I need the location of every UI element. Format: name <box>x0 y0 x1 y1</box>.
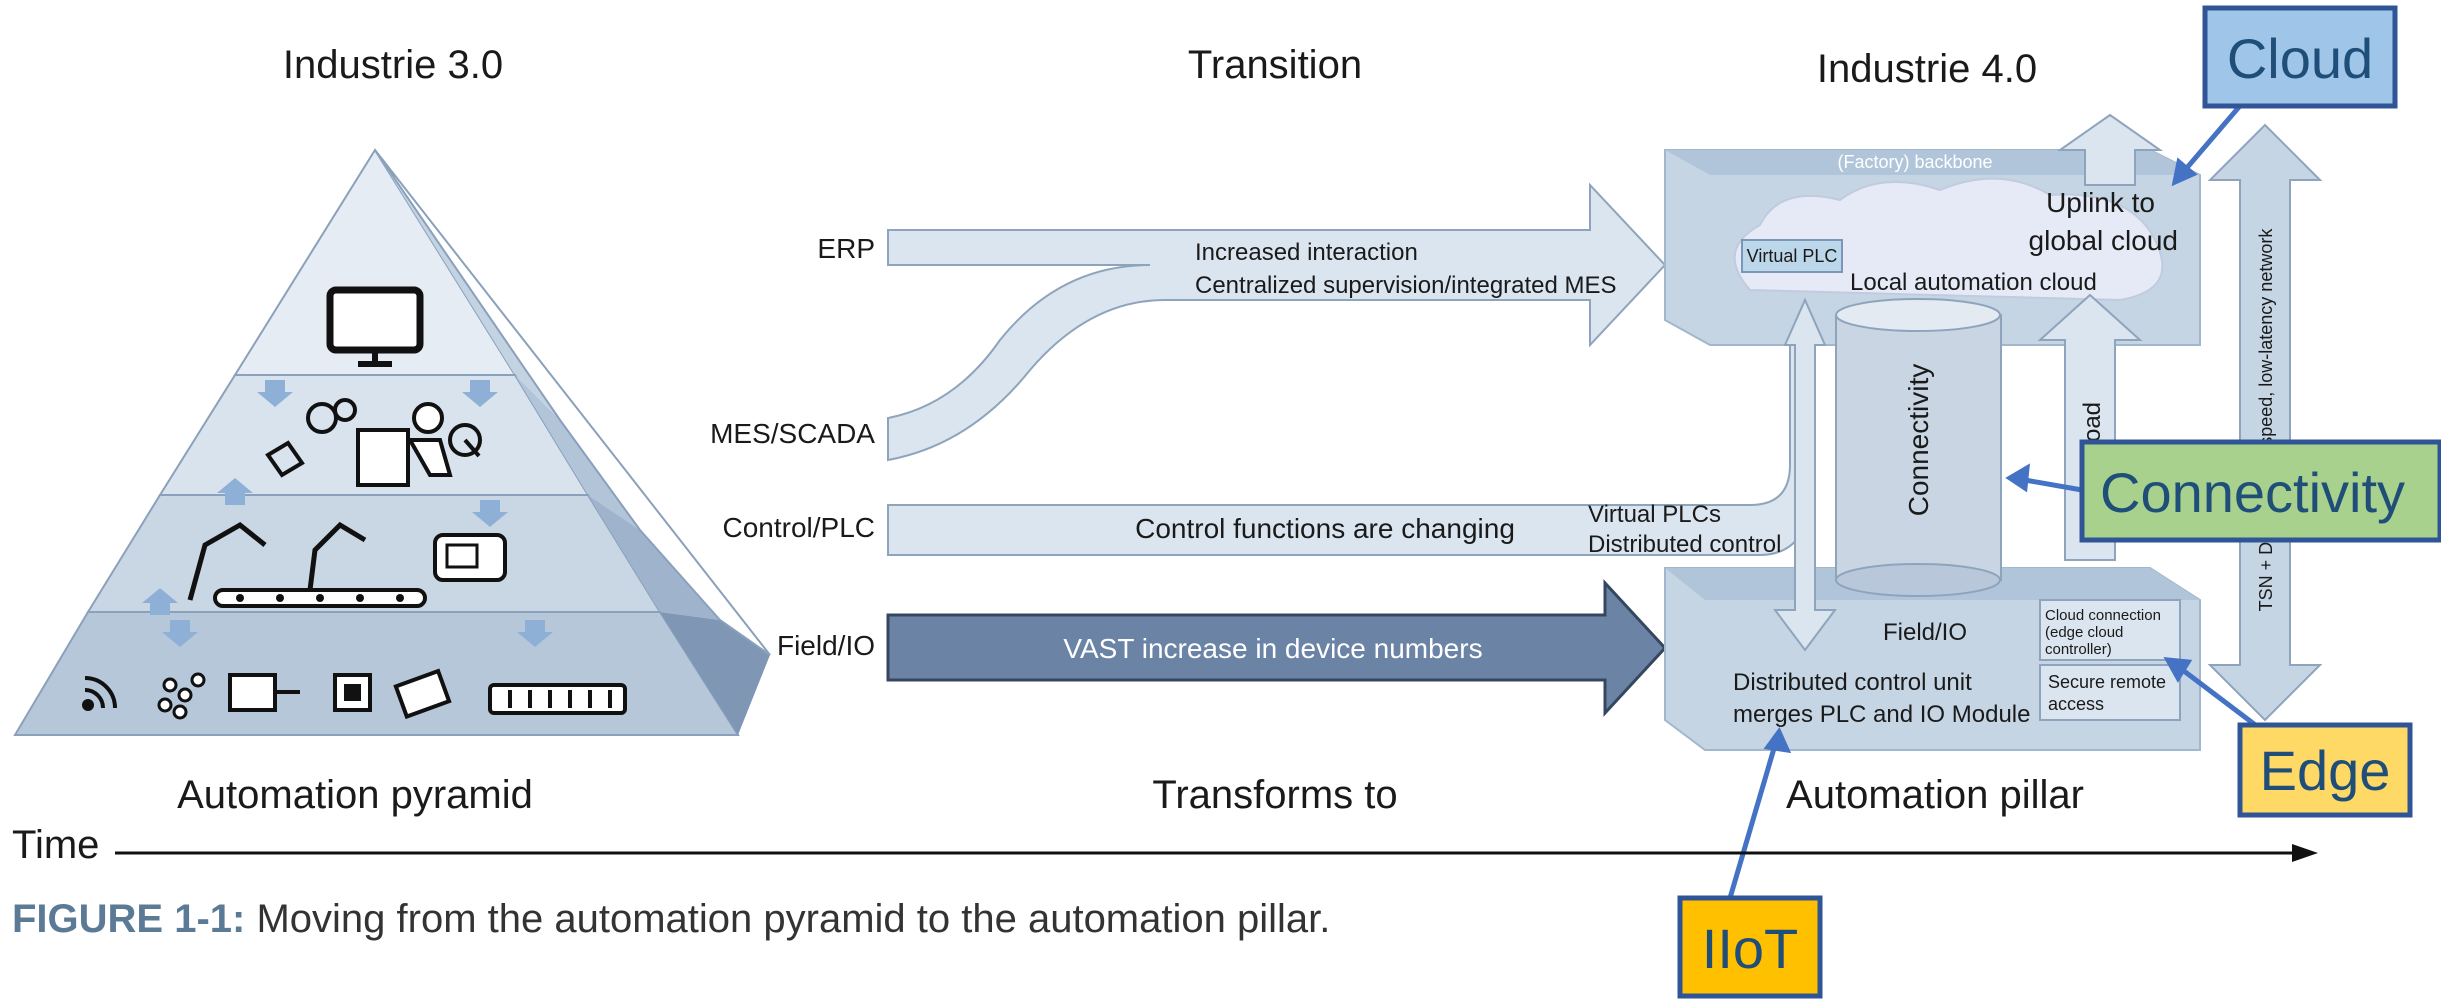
level-field: Field/IO <box>777 630 875 661</box>
footer-transforms: Transforms to <box>1152 773 1397 817</box>
terminal-block-icon <box>488 683 627 715</box>
header-industrie4: Industrie 4.0 <box>1817 47 2037 91</box>
tier-arrows <box>142 380 553 647</box>
text-secure-2: access <box>2048 694 2104 714</box>
connectivity-cylinder: Connectivity <box>1835 298 2002 597</box>
callout-connectivity-text: Connectivity <box>2100 461 2405 524</box>
virtual-plc-arrow <box>1773 297 1837 652</box>
text-uplink-2: global cloud <box>2029 225 2178 256</box>
robot-arm-icon <box>187 521 367 601</box>
header-transition: Transition <box>1188 43 1362 87</box>
text-tsn: TSN + DetNet: High-speed, low-latency ne… <box>2256 228 2276 612</box>
text-distributed-control: Distributed control <box>1588 531 1781 558</box>
callout-cloud: Cloud <box>2202 5 2398 109</box>
text-secure-1: Secure remote <box>2048 672 2166 692</box>
secure-access-box <box>2039 664 2181 721</box>
conveyor-icon <box>213 588 427 608</box>
automation-pyramid <box>13 148 771 736</box>
arrow-text-mes: Centralized supervision/integrated MES <box>1195 272 1617 299</box>
text-backbone: (Factory) backbone <box>1837 152 1992 172</box>
arrow-text-vast: VAST increase in device numbers <box>1063 633 1482 664</box>
text-uplink-1: Uplink to <box>2046 187 2155 218</box>
time-axis <box>115 844 2318 862</box>
cloud-connection-box <box>2039 599 2181 661</box>
operator-icon <box>356 402 453 487</box>
field-io-arrow: VAST increase in device numbers <box>886 579 1668 717</box>
footer-pillar: Automation pillar <box>1786 773 2084 817</box>
text-local-cloud: Local automation cloud <box>1850 269 2097 296</box>
arrow-text-control: Control functions are changing <box>1135 513 1515 544</box>
time-label: Time <box>12 823 99 867</box>
text-cloud-conn-3: controller) <box>2045 641 2112 658</box>
tsn-network-arrow <box>2207 123 2323 722</box>
chip-icon <box>333 673 372 712</box>
wireless-icon <box>82 676 117 711</box>
level-erp: ERP <box>817 233 875 264</box>
level-plc: Control/PLC <box>722 512 875 543</box>
caption-label: FIGURE 1-1: <box>12 897 245 941</box>
sensor-icon <box>157 672 206 720</box>
text-virtual-plc: Virtual PLC <box>1747 246 1838 266</box>
callout-edge: Edge <box>2237 722 2413 818</box>
camera-icon <box>393 668 452 720</box>
virtual-plc-box <box>1741 239 1843 273</box>
text-connectivity: Connectivity <box>1903 364 1934 517</box>
arrow-text-interaction: Increased interaction <box>1195 239 1418 266</box>
callout-iiot: IIoT <box>1677 895 1823 999</box>
callout-connectors <box>1727 98 2264 899</box>
text-cloud-conn-1: Cloud connection <box>2045 607 2161 624</box>
control-panel-icon <box>433 533 507 582</box>
caption-text: Moving from the automation pyramid to th… <box>245 897 1330 941</box>
monitor-icon <box>326 286 424 367</box>
callout-iiot-text: IIoT <box>1702 917 1798 980</box>
figure-caption: FIGURE 1-1: Moving from the automation p… <box>12 897 1330 941</box>
callout-cloud-text: Cloud <box>2227 27 2373 90</box>
level-mes: MES/SCADA <box>710 418 875 449</box>
control-plc-arrow: Control functions are changing Virtual P… <box>887 319 1816 558</box>
callout-connectivity: Connectivity <box>2079 439 2441 543</box>
callout-edge-text: Edge <box>2260 739 2391 802</box>
text-dcu-2: merges PLC and IO Module <box>1733 701 2030 728</box>
automation-pillar: (Factory) backbone Virtual PLC Local aut… <box>1664 113 2323 751</box>
touch-icon <box>265 398 357 478</box>
footer-pyramid: Automation pyramid <box>177 773 533 817</box>
uplink-arrow <box>2056 113 2164 186</box>
text-dcu-1: Distributed control unit <box>1733 669 1972 696</box>
text-field-io: Field/IO <box>1883 619 1967 646</box>
text-virtual-plcs: Virtual PLCs <box>1588 501 1721 528</box>
header-industrie3: Industrie 3.0 <box>283 43 503 87</box>
cursor-icon <box>448 423 482 458</box>
text-cloud-conn-2: (edge cloud <box>2045 624 2123 641</box>
erp-mes-arrow: Increased interaction Centralized superv… <box>887 182 1667 462</box>
plug-icon <box>228 673 300 712</box>
